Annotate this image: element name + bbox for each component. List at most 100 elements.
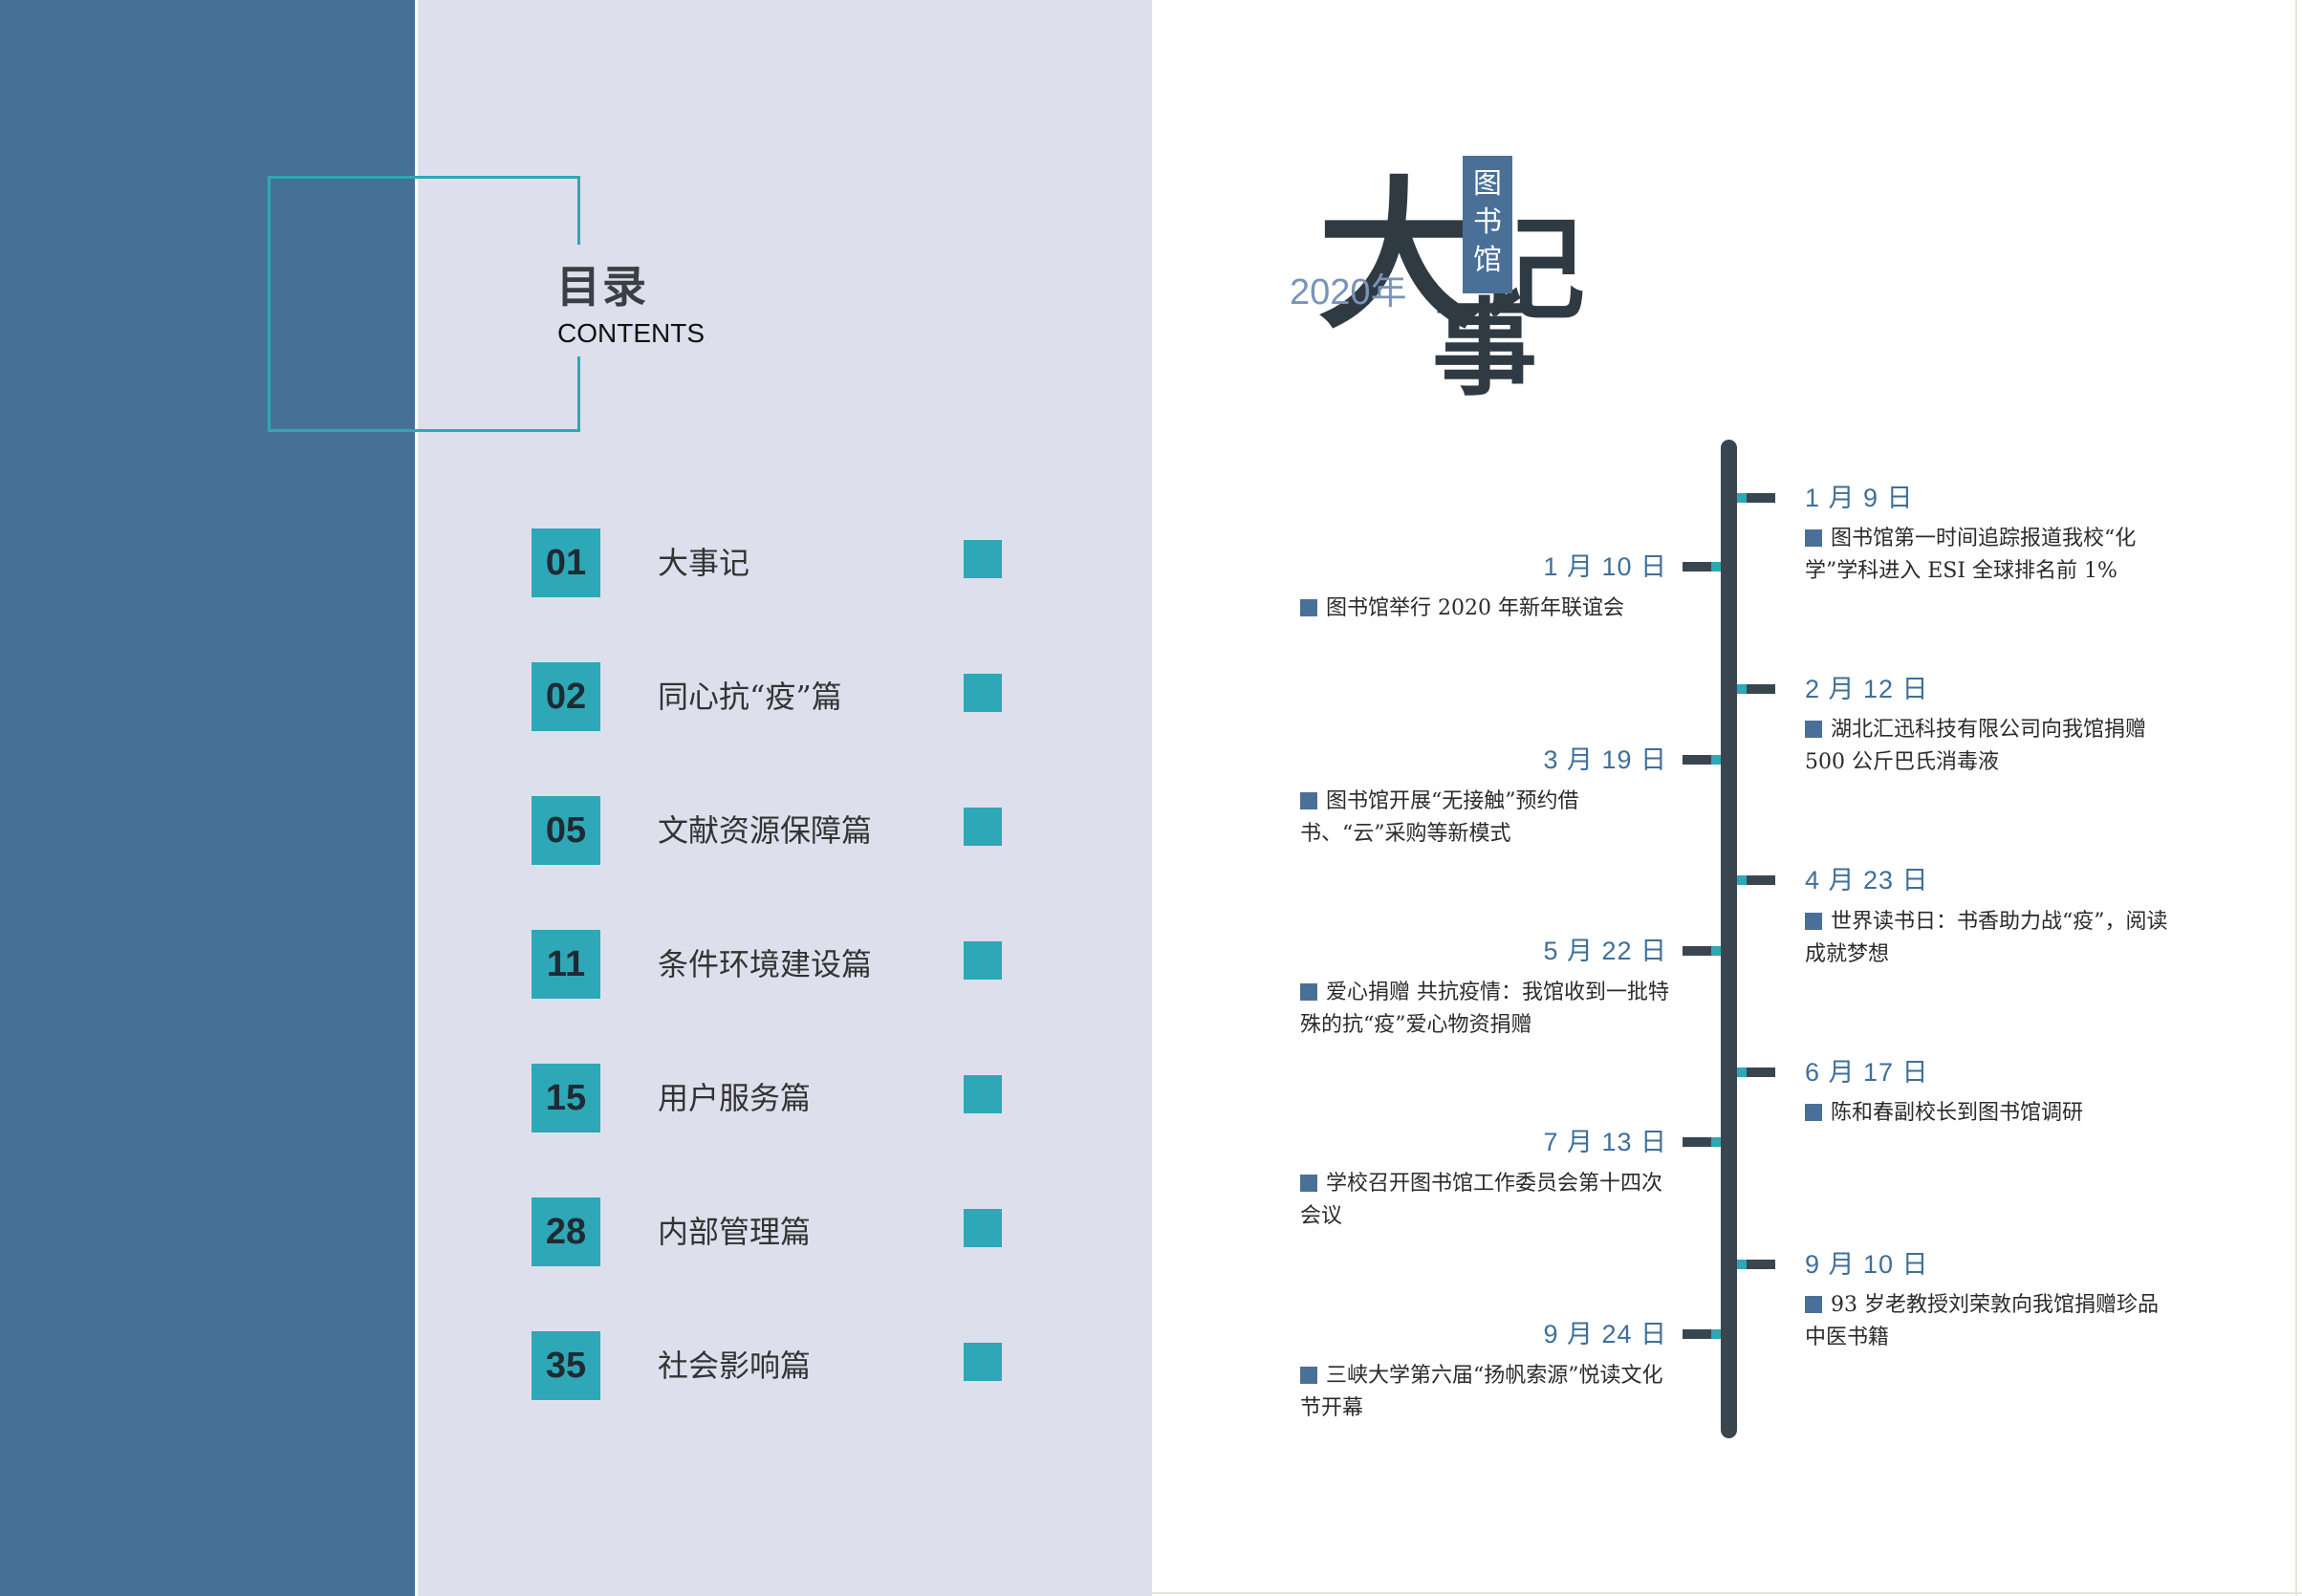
toc-item-marker xyxy=(964,941,1002,980)
bullet-square-icon xyxy=(1805,1296,1822,1313)
toc-title: 目录 xyxy=(556,261,648,313)
event-text-content: 93 岁老教授刘荣敦向我馆捐赠珍品中医书籍 xyxy=(1805,1293,2159,1349)
toc-item-marker xyxy=(964,674,1002,712)
event-date: 3 月 19 日 xyxy=(1543,745,1667,774)
toc-item-6[interactable]: 28 内部管理篇 xyxy=(532,1197,1010,1266)
event-text-content: 爱心捐赠 共抗疫情：我馆收到一批特殊的抗“疫”爱心物资捐赠 xyxy=(1300,981,1669,1037)
event-text-content: 图书馆举行 2020 年新年联谊会 xyxy=(1326,596,1624,620)
event-date: 6 月 17 日 xyxy=(1805,1058,1929,1087)
timeline-tick xyxy=(1683,1137,1721,1147)
toc-item-7[interactable]: 35 社会影响篇 xyxy=(532,1331,1010,1400)
timeline-tick-cap xyxy=(1737,1068,1747,1077)
toc-frame-right-bottom xyxy=(577,356,580,432)
bullet-square-icon xyxy=(1300,599,1317,616)
bullet-square-icon xyxy=(1805,721,1822,738)
bullet-square-icon xyxy=(1805,913,1822,930)
header-year: 2020年 xyxy=(1290,272,1407,313)
timeline-tick-cap xyxy=(1711,1329,1721,1339)
timeline-tick xyxy=(1737,493,1775,503)
event-text-content: 图书馆第一时间追踪报道我校“化学”学科进入 ESI 全球排名前 1% xyxy=(1805,527,2137,583)
toc-item-marker xyxy=(964,540,1002,578)
toc-item-label: 大事记 xyxy=(658,545,750,581)
toc-item-label: 条件环境建设篇 xyxy=(658,946,873,982)
toc-item-number: 05 xyxy=(532,796,600,865)
event-text: 图书馆举行 2020 年新年联谊会 xyxy=(1300,593,1673,625)
event-date: 4 月 23 日 xyxy=(1805,866,1929,895)
toc-frame-top xyxy=(268,176,580,179)
event-date: 7 月 13 日 xyxy=(1543,1128,1667,1156)
event-text-content: 世界读书日：书香助力战“疫”，阅读成就梦想 xyxy=(1805,910,2168,966)
timeline-tick xyxy=(1683,755,1721,765)
timeline-tick-cap xyxy=(1737,875,1747,885)
timeline-tick-cap xyxy=(1737,493,1747,503)
toc-item-5[interactable]: 15 用户服务篇 xyxy=(532,1064,1010,1132)
event-text: 学校召开图书馆工作委员会第十四次会议 xyxy=(1300,1168,1673,1233)
event-text: 图书馆开展“无接触”预约借书、“云”采购等新模式 xyxy=(1300,786,1673,851)
header-big-da: 大 xyxy=(1317,161,1481,352)
bullet-square-icon xyxy=(1300,1367,1317,1384)
toc-item-marker xyxy=(964,1209,1002,1247)
event-text-content: 三峡大学第六届“扬帆索源”悦读文化节开幕 xyxy=(1300,1364,1663,1420)
timeline-tick-cap xyxy=(1737,684,1747,694)
timeline-tick xyxy=(1737,1068,1775,1077)
left-band xyxy=(0,0,415,1596)
toc-item-number: 01 xyxy=(532,528,600,597)
event-text: 图书馆第一时间追踪报道我校“化学”学科进入 ESI 全球排名前 1% xyxy=(1805,523,2178,588)
bullet-square-icon xyxy=(1805,529,1822,547)
header-tag-text: 图书馆 xyxy=(1473,167,1502,277)
header-tag: 图书馆 xyxy=(1463,156,1512,293)
event-text: 93 岁老教授刘荣敦向我馆捐赠珍品中医书籍 xyxy=(1805,1289,2178,1354)
toc-item-label: 同心抗“疫”篇 xyxy=(658,679,842,715)
toc-item-label: 文献资源保障篇 xyxy=(658,812,873,849)
toc-frame-left xyxy=(268,176,271,432)
toc-item-3[interactable]: 05 文献资源保障篇 xyxy=(532,796,1010,865)
bullet-square-icon xyxy=(1300,983,1317,1001)
page-edge-right xyxy=(2295,0,2297,1596)
event-date: 9 月 24 日 xyxy=(1543,1320,1667,1348)
event-text-content: 学校召开图书馆工作委员会第十四次会议 xyxy=(1300,1172,1663,1228)
event-date: 1 月 9 日 xyxy=(1805,484,1914,512)
timeline-tick-cap xyxy=(1711,1137,1721,1147)
event-text: 爱心捐赠 共抗疫情：我馆收到一批特殊的抗“疫”爱心物资捐赠 xyxy=(1300,977,1673,1042)
toc-item-label: 用户服务篇 xyxy=(658,1080,812,1116)
event-date: 5 月 22 日 xyxy=(1543,937,1667,965)
toc-item-2[interactable]: 02 同心抗“疫”篇 xyxy=(532,662,1010,731)
toc-item-marker xyxy=(964,1075,1002,1113)
page-edge-bottom xyxy=(1152,1592,2302,1594)
timeline-tick xyxy=(1737,875,1775,885)
timeline-tick-cap xyxy=(1711,562,1721,572)
toc-subtitle: CONTENTS xyxy=(557,318,705,348)
timeline-tick-cap xyxy=(1711,755,1721,765)
event-date: 9 月 10 日 xyxy=(1805,1250,1929,1279)
timeline-tick xyxy=(1683,1329,1721,1339)
timeline-tick xyxy=(1737,684,1775,694)
event-text: 陈和春副校长到图书馆调研 xyxy=(1805,1097,2178,1130)
toc-item-label: 社会影响篇 xyxy=(658,1348,812,1384)
toc-item-marker xyxy=(964,1343,1002,1381)
toc-item-number: 35 xyxy=(532,1331,600,1400)
event-text-content: 图书馆开展“无接触”预约借书、“云”采购等新模式 xyxy=(1300,789,1579,846)
bullet-square-icon xyxy=(1300,1175,1317,1192)
toc-frame-bottom xyxy=(268,429,580,432)
toc-item-1[interactable]: 01 大事记 xyxy=(532,528,1010,597)
toc-item-marker xyxy=(964,808,1002,846)
event-text-content: 湖北汇迅科技有限公司向我馆捐赠500 公斤巴氏消毒液 xyxy=(1805,718,2147,774)
toc-item-number: 02 xyxy=(532,662,600,731)
toc-item-number: 28 xyxy=(532,1197,600,1266)
bullet-square-icon xyxy=(1805,1104,1822,1121)
toc-item-label: 内部管理篇 xyxy=(658,1214,812,1250)
event-text: 世界读书日：书香助力战“疫”，阅读成就梦想 xyxy=(1805,906,2178,971)
toc-item-number: 15 xyxy=(532,1064,600,1132)
toc-item-4[interactable]: 11 条件环境建设篇 xyxy=(532,930,1010,999)
event-text: 三峡大学第六届“扬帆索源”悦读文化节开幕 xyxy=(1300,1360,1673,1425)
bullet-square-icon xyxy=(1300,792,1317,809)
event-text: 湖北汇迅科技有限公司向我馆捐赠500 公斤巴氏消毒液 xyxy=(1805,714,2178,779)
timeline-tick xyxy=(1737,1260,1775,1269)
toc-item-number: 11 xyxy=(532,930,600,999)
timeline-tick xyxy=(1683,562,1721,572)
event-date: 2 月 12 日 xyxy=(1805,675,1929,703)
left-divider xyxy=(415,0,418,1596)
toc-frame-right-top xyxy=(577,176,580,245)
event-text-content: 陈和春副校长到图书馆调研 xyxy=(1831,1101,2084,1125)
event-date: 1 月 10 日 xyxy=(1543,552,1667,581)
